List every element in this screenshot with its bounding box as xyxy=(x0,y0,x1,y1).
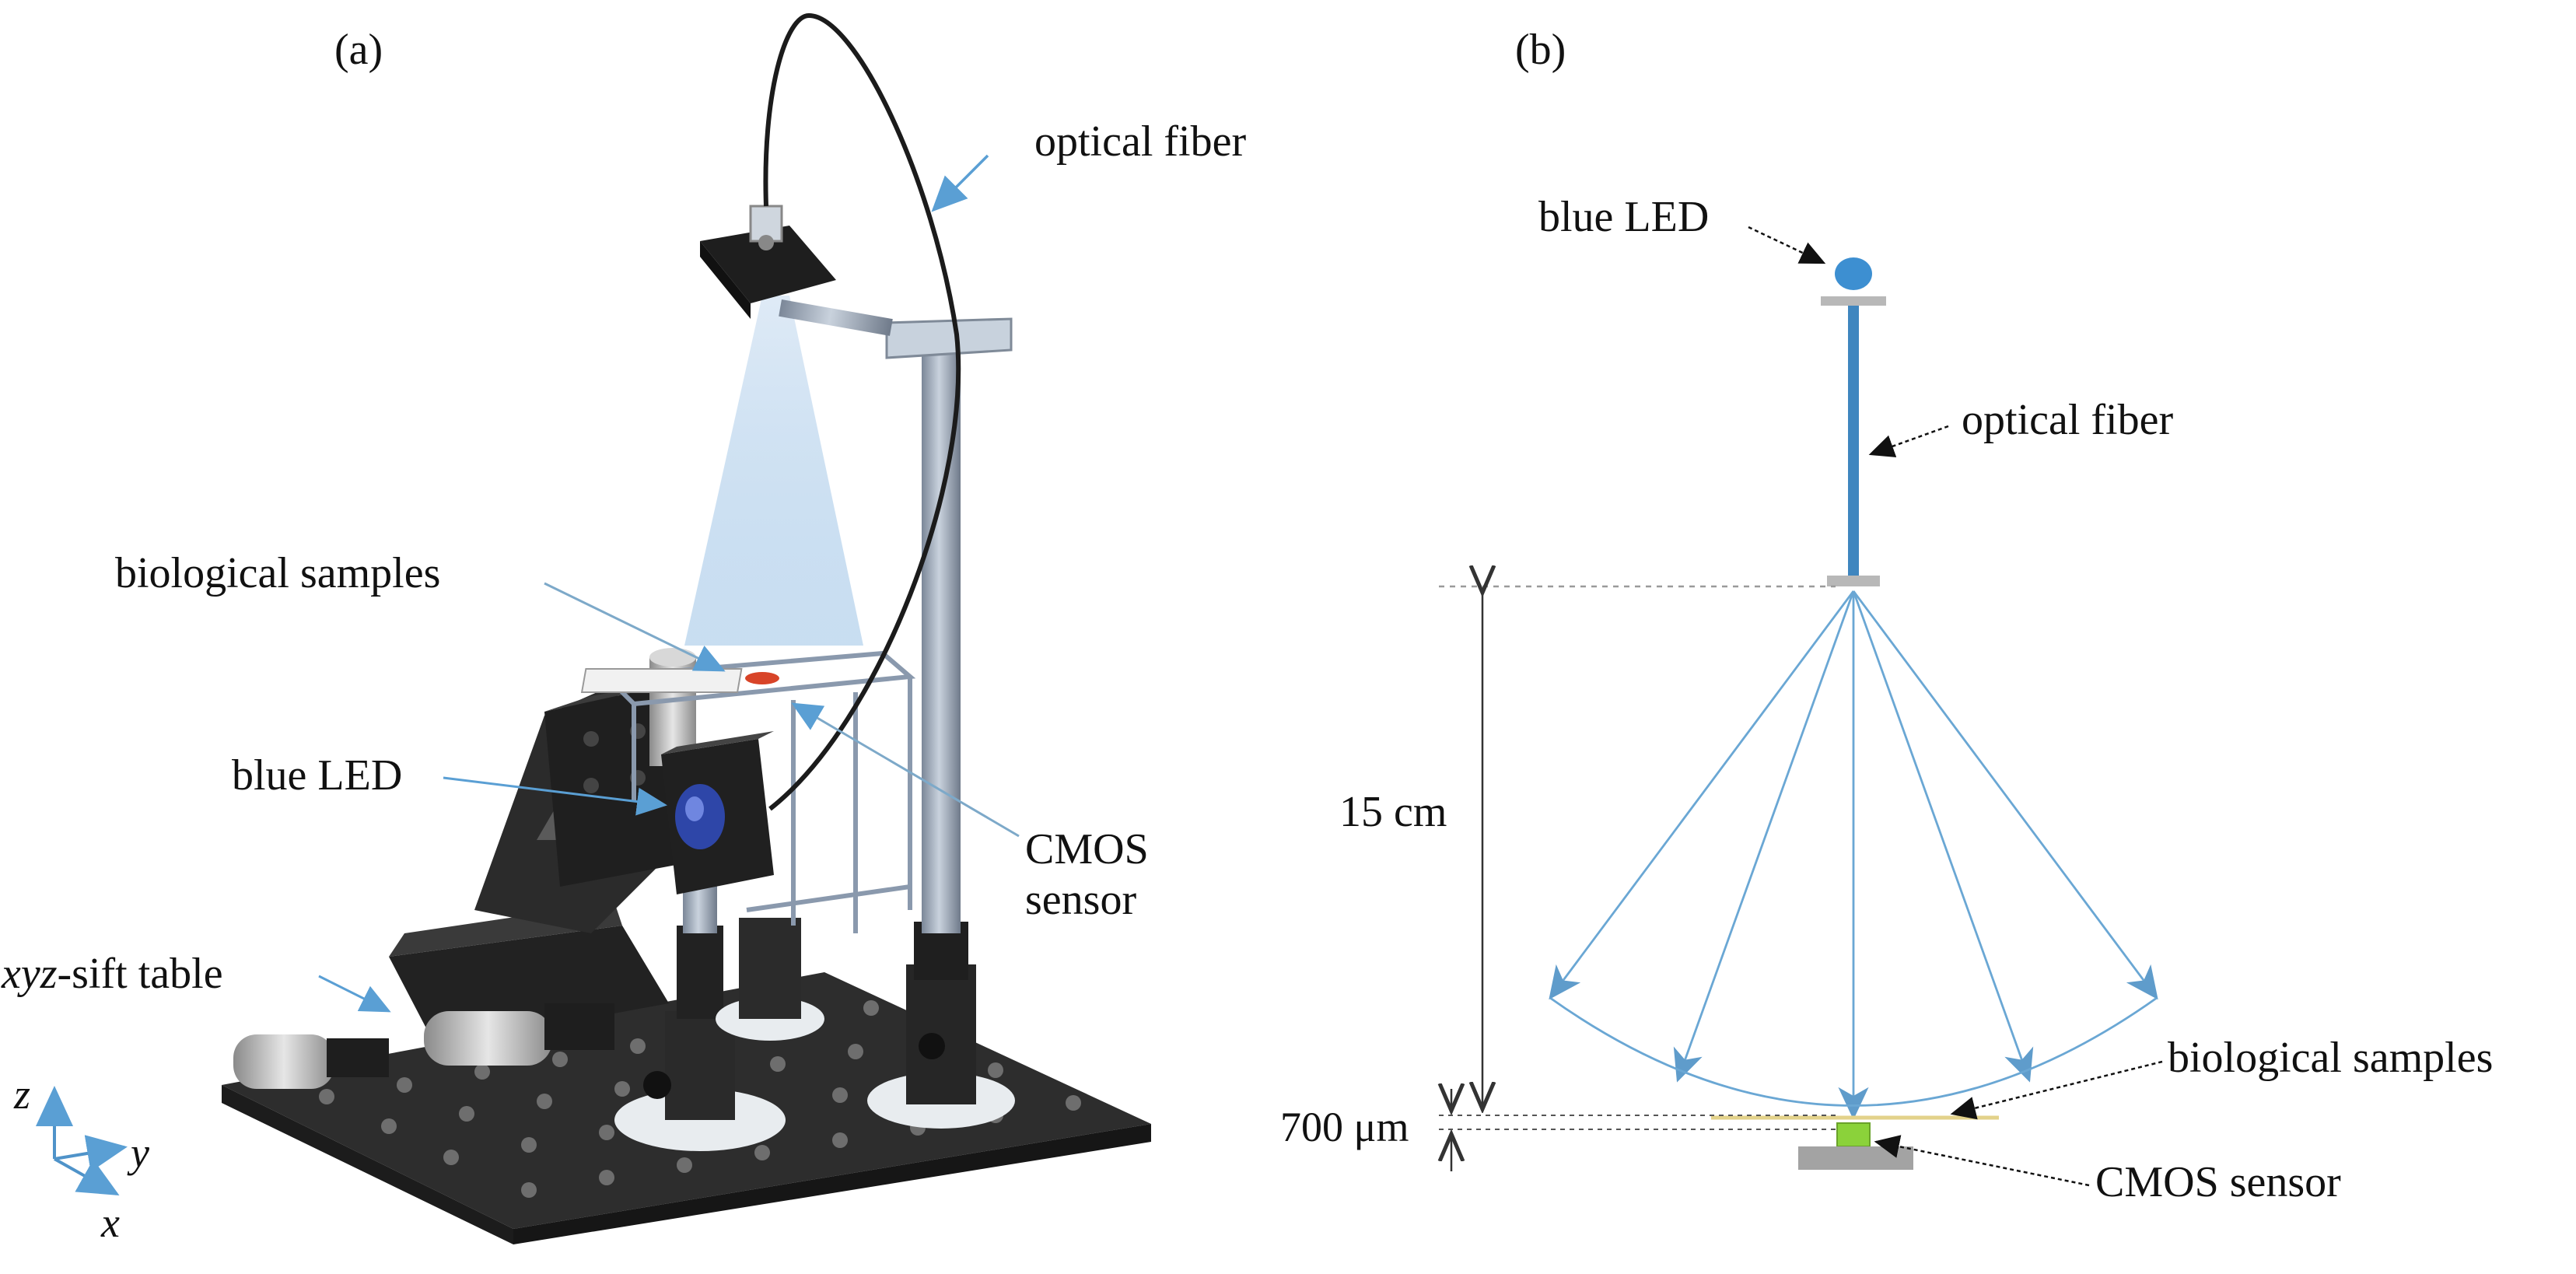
label-biological-samples-a: biological samples xyxy=(115,549,440,597)
micrometer-knob-left xyxy=(233,1034,334,1089)
blue-led-b xyxy=(1835,257,1872,290)
led-mount-post xyxy=(614,856,824,1151)
label-blue-led-b: blue LED xyxy=(1538,193,1709,241)
micrometer-knob-front xyxy=(424,1011,552,1066)
label-distance: 15 cm xyxy=(1339,788,1447,836)
label-xyz-table: xyz-sift table xyxy=(1,950,223,998)
label-cmos-sensor-b: CMOS sensor xyxy=(2095,1158,2341,1206)
axis-label-x: x xyxy=(100,1199,120,1246)
leader-cmos xyxy=(791,702,1020,838)
optical-fiber-b xyxy=(1848,306,1859,578)
panel-a-label: (a) xyxy=(334,26,383,74)
label-cmos-line1-a: CMOS xyxy=(1025,825,1149,873)
axis-triad xyxy=(36,1086,128,1195)
label-optical-fiber-a: optical fiber xyxy=(1034,117,1246,166)
cmos-board xyxy=(1798,1146,1913,1170)
leader-optical-fiber-b xyxy=(1868,425,1949,457)
label-blue-led-a: blue LED xyxy=(232,751,402,800)
leader-cmos-sensor-b xyxy=(1874,1135,2090,1187)
ray-1 xyxy=(1549,590,1855,1000)
label-gap: 700 μm xyxy=(1280,1104,1409,1150)
label-xyz-suffix: -sift table xyxy=(58,950,223,998)
leader-optical-fiber xyxy=(931,154,989,212)
ray-5 xyxy=(1852,590,2158,1000)
panel-b-label: (b) xyxy=(1515,26,1566,74)
light-cone xyxy=(684,296,863,646)
glass-slide xyxy=(580,668,743,693)
ray-4 xyxy=(1852,590,2034,1083)
light-rays xyxy=(1549,590,2158,1120)
cmos-chip xyxy=(1836,1122,1871,1147)
panel-b: (b) 15 cm 700 μm blu xyxy=(1280,26,2493,1206)
ray-2 xyxy=(1673,590,1855,1083)
sample-spot xyxy=(745,672,779,684)
leader-blue-led xyxy=(443,776,667,816)
label-biological-samples-b: biological samples xyxy=(2168,1034,2493,1082)
axis-label-y: y xyxy=(127,1129,149,1176)
leader-xyz-table xyxy=(318,975,391,1013)
leader-biological-samples xyxy=(544,582,726,672)
optical-fiber-cable xyxy=(763,12,961,811)
label-optical-fiber-b: optical fiber xyxy=(1962,396,2173,444)
leader-biological-samples-b xyxy=(1950,1060,2163,1120)
panel-a: (a) optical fiber biological samples blu… xyxy=(1,12,1246,1246)
leader-blue-led-b xyxy=(1748,226,1826,264)
blue-led-housing xyxy=(661,731,774,894)
label-xyz-prefix: xyz xyxy=(1,950,58,998)
fiber-clamp-bottom xyxy=(1827,576,1880,586)
sample-holder xyxy=(601,650,916,933)
axis-label-z: z xyxy=(13,1071,30,1118)
label-cmos-line2-a: sensor xyxy=(1025,876,1136,924)
wavefront-arc xyxy=(1549,996,2158,1107)
led-clamp-top xyxy=(1821,296,1886,306)
tall-post xyxy=(779,299,1015,1129)
xyz-stage xyxy=(233,677,700,1089)
